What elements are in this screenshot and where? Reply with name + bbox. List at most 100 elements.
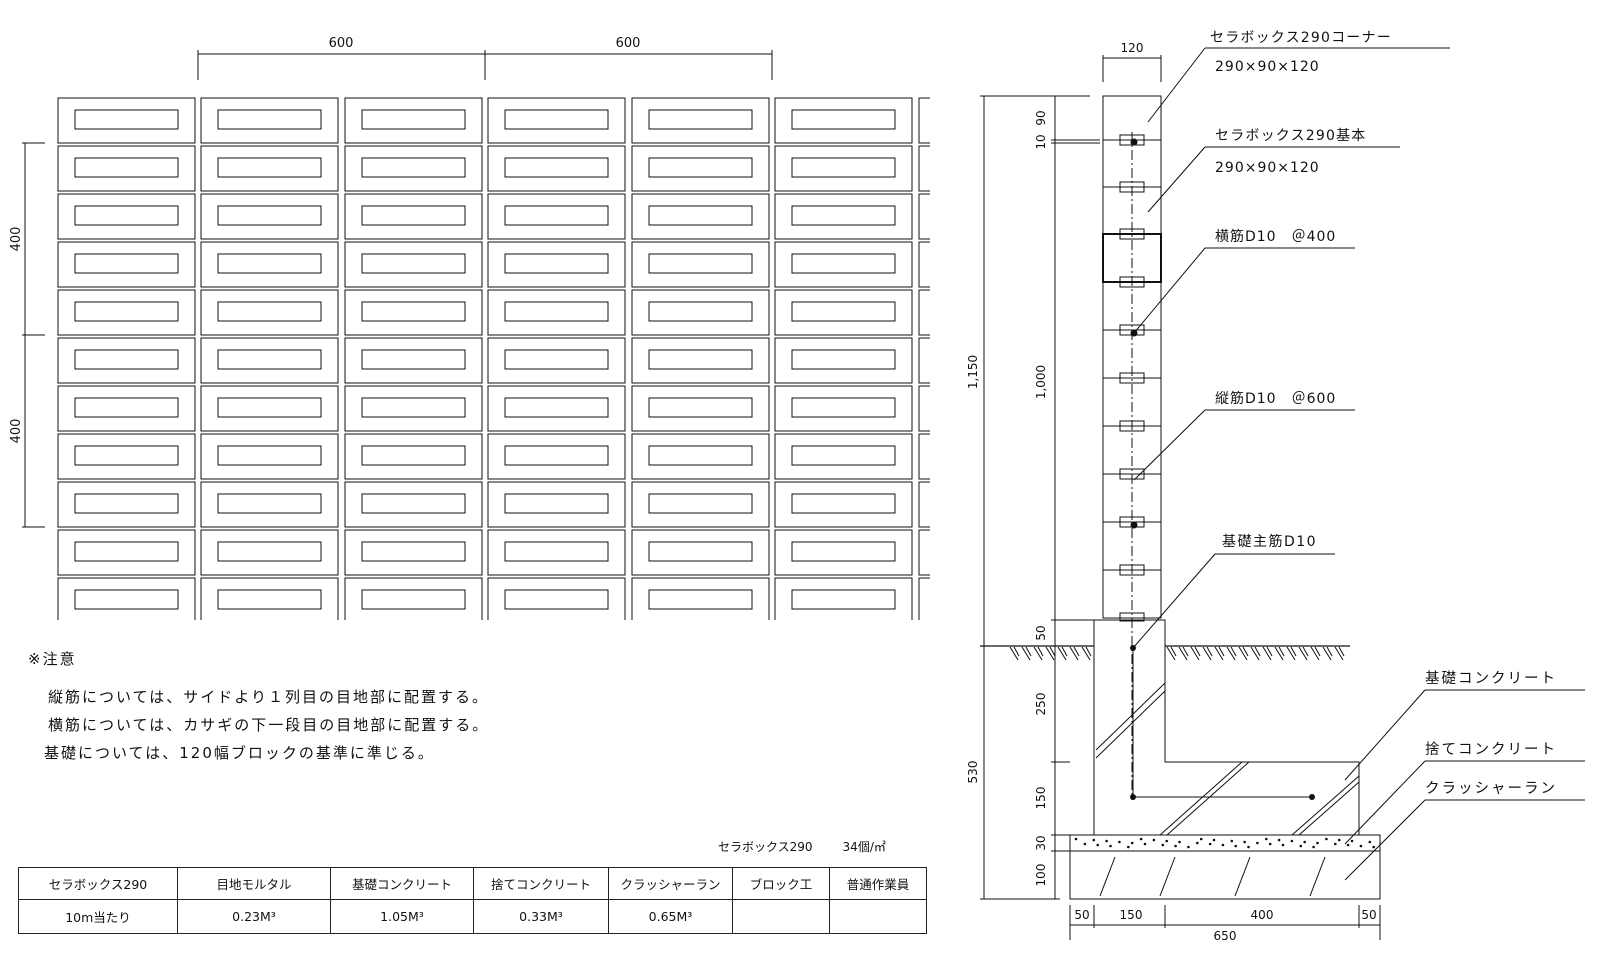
block-hole: [936, 206, 1039, 225]
aggregate-dot: [1334, 842, 1337, 846]
block-hole: [936, 158, 1039, 177]
dim-seg-50: 50: [1034, 625, 1048, 640]
ground-hatch-stroke: [1266, 646, 1273, 657]
dim-wall-height: 1,000: [1034, 365, 1048, 399]
block-hole: [74, 397, 179, 418]
dim-bottom-150: 150: [1120, 908, 1143, 922]
ground-hatch-stroke: [1230, 646, 1237, 657]
block-hole: [791, 205, 896, 226]
block-hole: [217, 301, 322, 322]
ground-hatch-stroke: [1314, 646, 1321, 657]
wall-block: [918, 337, 930, 384]
wall-block: [344, 433, 483, 480]
ground-hatch-stroke: [1310, 646, 1320, 661]
block-hole: [504, 253, 609, 274]
wall-block: [344, 241, 483, 288]
block-hole: [936, 590, 1039, 609]
ground-hatch-stroke: [1202, 646, 1212, 661]
block-hole: [936, 110, 1039, 129]
aggregate-dot: [1368, 840, 1372, 844]
block-hole: [74, 301, 179, 322]
wall-block: [774, 145, 913, 192]
dim-left-upper: 400: [9, 227, 24, 252]
dim-bottom-50-left: 50: [1074, 908, 1089, 922]
aggregate-dot: [1165, 839, 1168, 843]
aggregate-dot: [1316, 841, 1319, 845]
wall-block: [774, 97, 913, 144]
wall-block: [774, 241, 913, 288]
notes-title: ※注意: [28, 650, 77, 668]
ground-hatch-stroke: [1049, 646, 1056, 657]
block-hole: [74, 205, 179, 226]
aggregate-dot: [1092, 838, 1096, 842]
ground-hatch-stroke: [1302, 646, 1309, 657]
aggregate-dot: [1096, 843, 1099, 847]
aggregate-dot: [1161, 843, 1165, 847]
aggregate-dot: [1230, 839, 1234, 843]
ground-hatch-stroke: [1182, 646, 1189, 657]
block-hole: [648, 349, 753, 370]
wall-block: [57, 97, 196, 144]
wall-block: [774, 193, 913, 240]
block-hole: [791, 109, 896, 130]
wall-block: [487, 481, 626, 528]
block-hole: [936, 542, 1039, 561]
note-line: 横筋については、カサギの下一段目の目地部に配置する。: [48, 716, 490, 734]
aggregate-dot: [1299, 844, 1303, 848]
ground-hatch-stroke: [1250, 646, 1260, 661]
dim-total-height: 1,150: [966, 355, 980, 389]
block-hole: [504, 349, 609, 370]
ground-hatch-stroke: [1322, 646, 1332, 661]
rate-count: 34個/㎡: [842, 840, 886, 854]
callout-corner-name: セラボックス290コーナー: [1210, 30, 1392, 46]
block-hole: [504, 109, 609, 130]
aggregate-dot: [1277, 838, 1281, 842]
block-hole: [74, 493, 179, 514]
block-hole: [648, 109, 753, 130]
block-hole: [648, 157, 753, 178]
ground-hatch-stroke: [1262, 646, 1272, 661]
wall-block: [487, 337, 626, 384]
table-header-cell: 普通作業員: [829, 867, 927, 900]
lean-concrete-dots: [1074, 837, 1375, 849]
callout-horizontal-bar: 横筋D10 ＠400: [1215, 228, 1336, 245]
aggregate-dot: [1143, 842, 1147, 846]
wall-block: [344, 97, 483, 144]
block-hole: [361, 541, 466, 562]
wall-block: [631, 145, 770, 192]
wall-block: [200, 193, 339, 240]
block-hole: [361, 205, 466, 226]
block-hole: [361, 109, 466, 130]
block-hole: [648, 493, 753, 514]
block-hole: [74, 253, 179, 274]
wall-block: [774, 433, 913, 480]
wall-block: [918, 433, 930, 480]
block-hole: [936, 302, 1039, 321]
wall-block: [344, 577, 483, 620]
ground-hatch-stroke: [1166, 646, 1176, 661]
block-hole: [361, 397, 466, 418]
ground-hatch-stroke: [1238, 646, 1248, 661]
wall-block: [631, 529, 770, 576]
section-left-dimensions: [980, 95, 1100, 900]
wall-block: [631, 433, 770, 480]
table-header-cell: セラボックス290: [18, 867, 178, 900]
wall-block: [57, 241, 196, 288]
wall-block: [200, 385, 339, 432]
ground-hatch-stroke: [1045, 646, 1055, 661]
ground-hatch-stroke: [1298, 646, 1308, 661]
wall-block: [774, 577, 913, 620]
rate-product: セラボックス290: [718, 840, 813, 854]
block-hole: [648, 445, 753, 466]
block-hole: [504, 493, 609, 514]
wall-block: [344, 481, 483, 528]
wall-block: [200, 289, 339, 336]
block-hole: [791, 445, 896, 466]
block-hole: [217, 397, 322, 418]
section-bottom-dimensions: [1069, 905, 1381, 940]
wall-block: [631, 337, 770, 384]
callout-footing-bar: 基礎主筋D10: [1222, 533, 1317, 550]
quantity-table: セラボックス290 目地モルタル 基礎コンクリート 捨てコンクリート クラッシャ…: [18, 867, 927, 934]
ground-hatch-stroke: [1334, 646, 1344, 661]
aggregate-dot: [1256, 841, 1259, 845]
